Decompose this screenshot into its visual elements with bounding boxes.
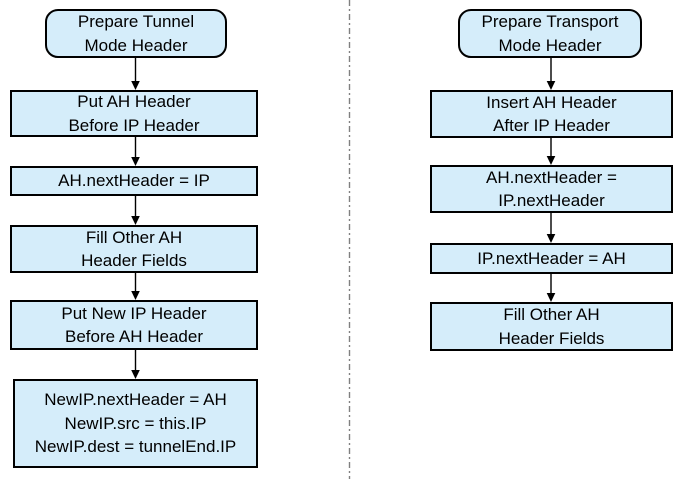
- node-newip-assignments: NewIP.nextHeader = AH NewIP.src = this.I…: [13, 379, 258, 468]
- node-prepare-tunnel: Prepare Tunnel Mode Header: [45, 9, 227, 58]
- node-fill-other-ah-left: Fill Other AH Header Fields: [10, 225, 258, 273]
- node-insert-ah-after-ip: Insert AH Header After IP Header: [430, 90, 673, 138]
- node-put-new-ip-header: Put New IP Header Before AH Header: [10, 300, 258, 350]
- node-put-ah-before-ip: Put AH Header Before IP Header: [10, 90, 258, 137]
- node-ip-nextheader-ah: IP.nextHeader = AH: [430, 243, 673, 274]
- node-ah-nextheader-ip-nextheader: AH.nextHeader = IP.nextHeader: [430, 165, 673, 213]
- flow-arrow: [131, 137, 140, 166]
- node-prepare-transport: Prepare Transport Mode Header: [458, 9, 642, 58]
- flow-arrow: [131, 58, 140, 90]
- flow-arrow: [131, 196, 140, 225]
- node-fill-other-ah-right: Fill Other AH Header Fields: [430, 302, 673, 351]
- flow-arrow: [546, 213, 556, 243]
- flow-arrow: [131, 273, 140, 300]
- flow-arrow: [131, 350, 140, 379]
- flow-arrow: [546, 274, 556, 302]
- node-ah-nextheader-ip: AH.nextHeader = IP: [10, 166, 258, 196]
- flow-arrow: [546, 58, 556, 90]
- flow-arrow: [546, 138, 556, 165]
